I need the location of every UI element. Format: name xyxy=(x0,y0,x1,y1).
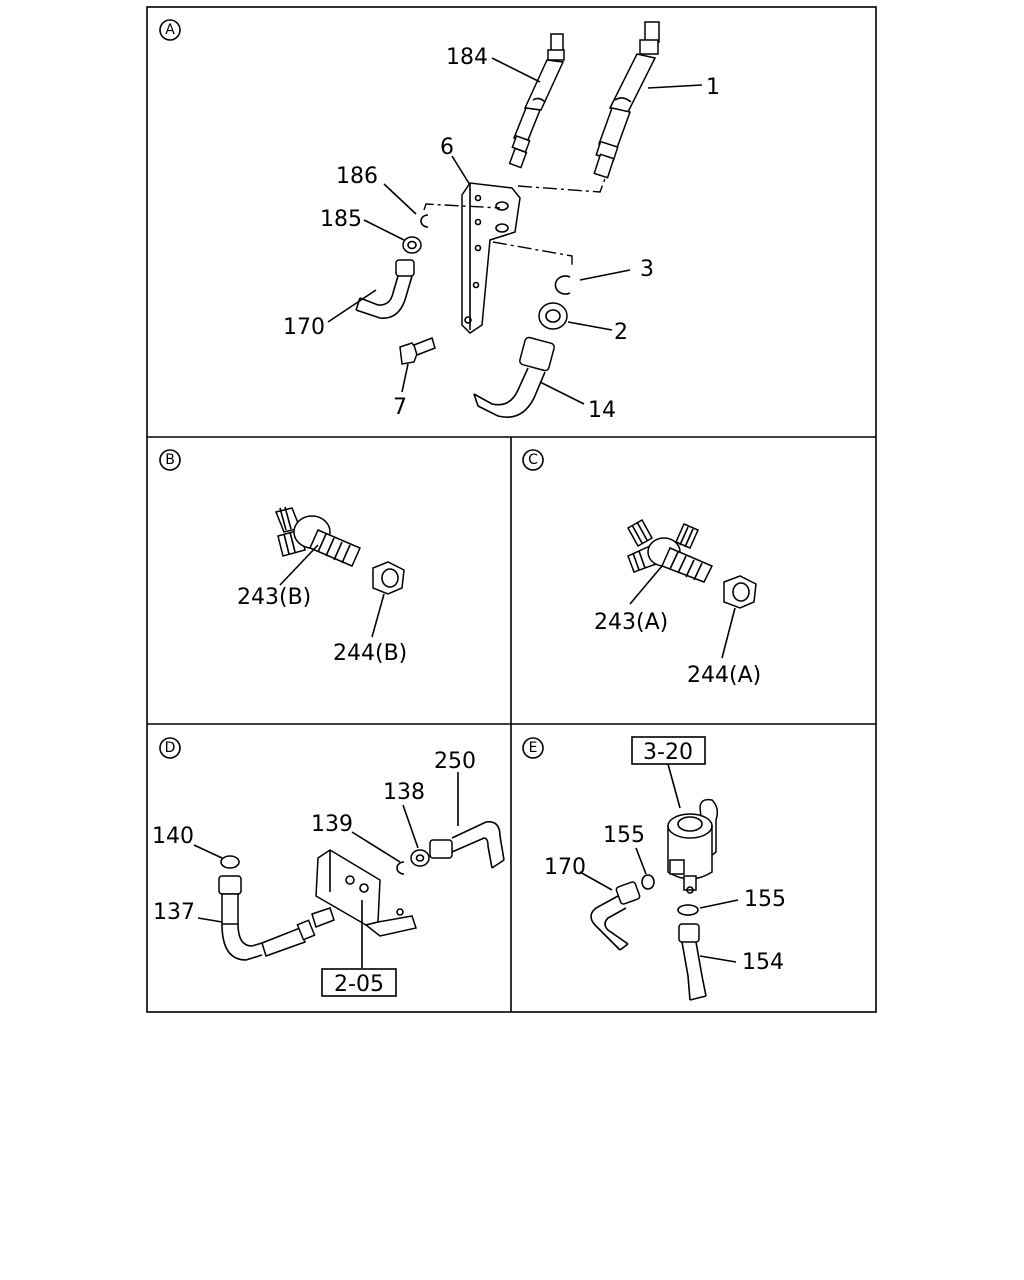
panel-d-drawing xyxy=(218,820,505,961)
panel-a-drawing xyxy=(355,21,660,418)
clip-3 xyxy=(554,275,571,295)
callout-170-e: 170 xyxy=(544,855,586,880)
callout-14: 14 xyxy=(588,398,616,423)
pipe-250 xyxy=(429,820,505,869)
panel-label-b: B xyxy=(159,449,181,471)
callout-137: 137 xyxy=(153,900,195,925)
ref-box-2-05: 2-05 xyxy=(334,972,384,997)
panel-e-callouts: 155 170 155 154 xyxy=(544,823,786,975)
panel-label-d: D xyxy=(159,737,181,759)
nut-244a xyxy=(723,575,757,609)
callout-184: 184 xyxy=(446,45,488,70)
canister-3-20 xyxy=(667,798,719,894)
callout-243a: 243(A) xyxy=(594,610,668,635)
pipe-170-e xyxy=(590,881,641,951)
oring-155-lower xyxy=(677,904,699,916)
callout-7: 7 xyxy=(393,395,407,420)
hose-184 xyxy=(508,33,565,169)
callout-3: 3 xyxy=(640,257,654,282)
panel-a-callouts: 184 1 6 186 185 3 2 170 7 14 xyxy=(283,45,720,423)
callout-154: 154 xyxy=(742,950,784,975)
cross-fitting-243a xyxy=(626,518,714,583)
callout-186: 186 xyxy=(336,164,378,189)
pipe-14 xyxy=(473,336,555,418)
callout-139: 139 xyxy=(311,812,353,837)
callout-6: 6 xyxy=(440,135,454,160)
pipe-170 xyxy=(355,259,415,319)
callout-244b: 244(B) xyxy=(333,641,407,666)
callout-2: 2 xyxy=(614,320,628,345)
panel-label-c: C xyxy=(522,449,544,471)
callout-244a: 244(A) xyxy=(687,663,761,688)
callout-250: 250 xyxy=(434,749,476,774)
svg-text:D: D xyxy=(165,740,176,756)
panel-label-a: A xyxy=(159,19,181,41)
callout-243b: 243(B) xyxy=(237,585,311,610)
bolt-7 xyxy=(399,337,436,365)
hose-1 xyxy=(593,21,660,179)
clip-139 xyxy=(396,861,405,875)
callout-138: 138 xyxy=(383,780,425,805)
nut-2 xyxy=(538,302,568,330)
oring-140 xyxy=(220,855,240,869)
pipe-154 xyxy=(678,923,707,1001)
tee-fitting-243b xyxy=(274,506,361,567)
panel-label-e: E xyxy=(522,737,544,759)
nut-185 xyxy=(402,236,422,254)
callout-170: 170 xyxy=(283,315,325,340)
svg-text:A: A xyxy=(165,22,175,38)
diagram-frame xyxy=(146,6,877,1013)
svg-text:B: B xyxy=(165,452,175,468)
panel-b-drawing xyxy=(274,506,405,595)
panel-c-callouts: 243(A) 244(A) xyxy=(594,565,761,688)
callout-185: 185 xyxy=(320,207,362,232)
callout-155-lower: 155 xyxy=(744,887,786,912)
svg-text:E: E xyxy=(529,740,538,756)
panel-c-drawing xyxy=(626,518,757,609)
callout-155-upper: 155 xyxy=(603,823,645,848)
clip-186 xyxy=(420,214,429,228)
panel-b-callouts: 243(B) 244(B) xyxy=(237,544,407,666)
nut-244b xyxy=(372,561,405,595)
callout-140: 140 xyxy=(152,824,194,849)
bracket-2-05 xyxy=(315,849,417,937)
ref-box-3-20: 3-20 xyxy=(643,740,693,765)
bracket-6 xyxy=(461,182,521,334)
callout-1: 1 xyxy=(706,75,720,100)
svg-text:C: C xyxy=(528,452,538,468)
panel-e-drawing: 3-20 xyxy=(590,736,719,1001)
washer-138 xyxy=(410,849,430,867)
oring-155-upper xyxy=(641,874,655,890)
hose-137 xyxy=(218,875,335,961)
panel-d-callouts: 250 138 139 140 137 2-05 xyxy=(152,749,476,997)
